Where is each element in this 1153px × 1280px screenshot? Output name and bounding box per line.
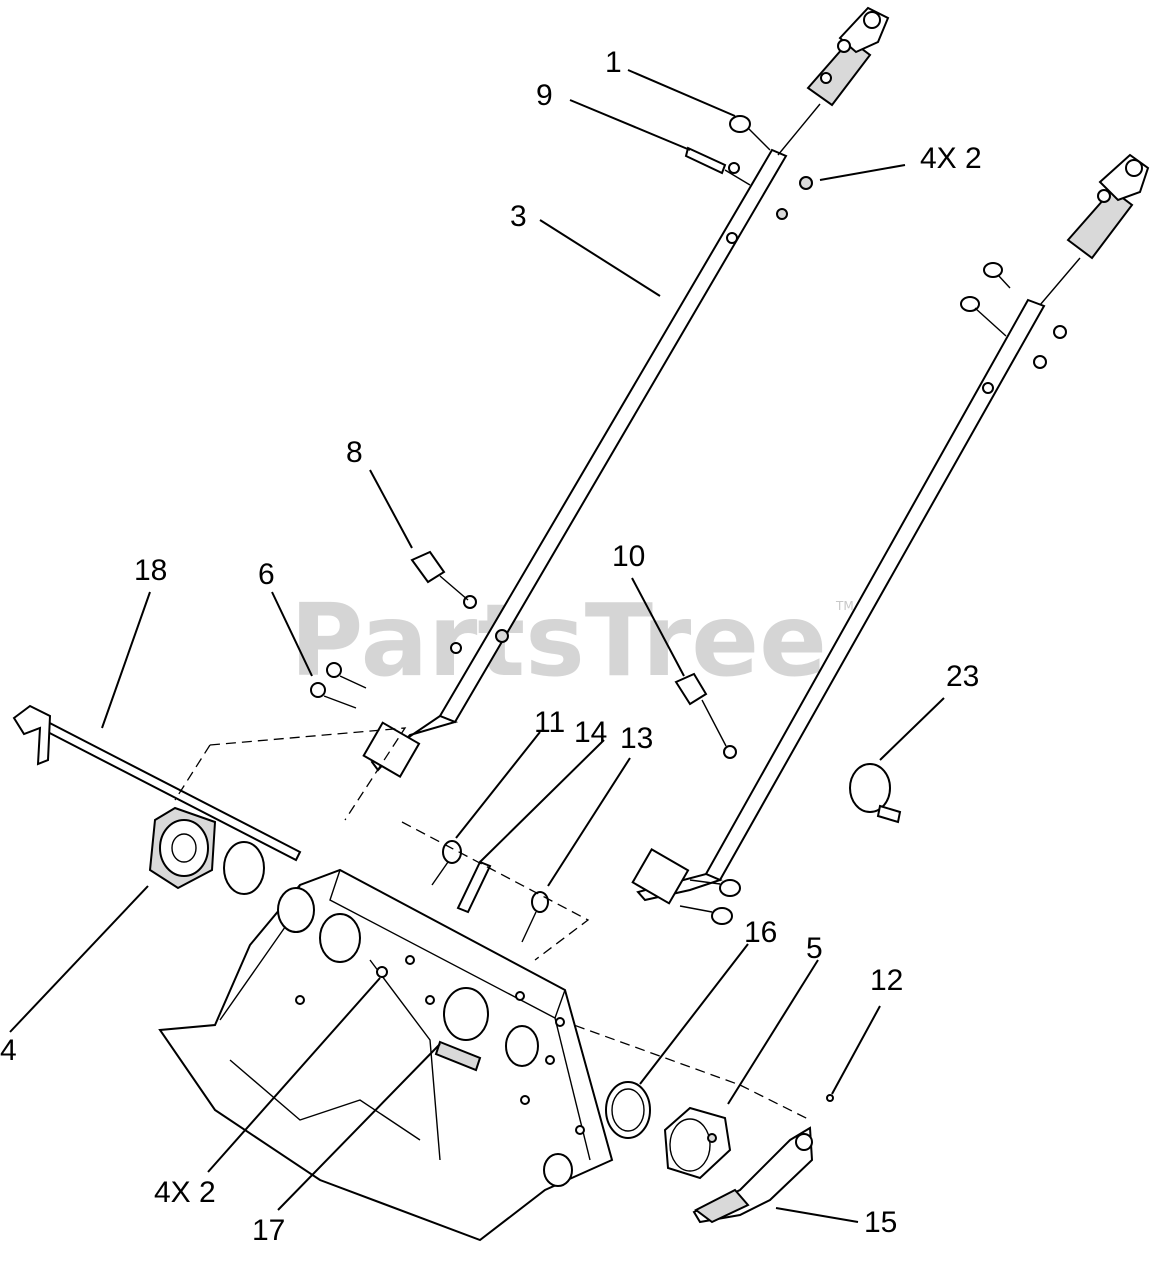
part-23-clamp xyxy=(849,763,902,824)
callout-12: 12 xyxy=(870,964,903,997)
part-14-link xyxy=(456,860,492,914)
right-handle-bolts xyxy=(960,262,1011,337)
callout-14: 14 xyxy=(574,716,607,749)
part-8-knob xyxy=(410,550,509,643)
callout-4x2-top: 4X 2 xyxy=(920,142,982,175)
callout-1: 1 xyxy=(605,46,622,79)
handle-left xyxy=(362,148,788,778)
callout-8: 8 xyxy=(346,436,363,469)
callout-13: 13 xyxy=(620,722,653,755)
handle-grip-left xyxy=(777,6,890,156)
callout-23: 23 xyxy=(946,660,979,693)
callout-11: 11 xyxy=(534,706,565,739)
part-4-housing xyxy=(148,806,265,895)
callouts: 1 9 4X 2 3 8 18 6 10 23 11 14 13 16 5 12… xyxy=(0,46,982,1247)
part-9-pin xyxy=(684,146,751,186)
callout-5: 5 xyxy=(806,932,823,965)
part-12-pin xyxy=(826,1094,834,1102)
part-6-bolts xyxy=(310,662,367,709)
part-16-ring xyxy=(605,1081,651,1139)
callout-6: 6 xyxy=(258,558,275,591)
part-11-spring xyxy=(431,840,462,886)
lower-right-bolts xyxy=(679,879,741,925)
callout-15: 15 xyxy=(864,1206,897,1239)
callout-9: 9 xyxy=(536,79,553,112)
watermark-trademark: TM xyxy=(835,599,854,613)
callout-10: 10 xyxy=(612,540,645,573)
handle-grip-right xyxy=(1039,153,1150,306)
part-5-housing xyxy=(663,1106,732,1180)
callout-18: 18 xyxy=(134,554,167,587)
part-18-rod xyxy=(12,704,302,862)
leader-lines xyxy=(9,69,945,1223)
handle-right xyxy=(631,298,1067,905)
callout-17: 17 xyxy=(252,1214,285,1247)
callout-4x2-bottom: 4X 2 xyxy=(154,1176,216,1209)
callout-3: 3 xyxy=(510,200,527,233)
part-15-pedal xyxy=(692,1126,814,1224)
watermark-text: PartsTree xyxy=(290,582,827,699)
callout-4: 4 xyxy=(0,1034,17,1067)
assembly-guides xyxy=(174,727,811,1121)
callout-16: 16 xyxy=(744,916,777,949)
part-1-bolt xyxy=(729,115,771,151)
nuts-top xyxy=(776,176,813,220)
part-13-spring xyxy=(521,891,549,943)
part-10-knob xyxy=(674,672,727,747)
frame-housing xyxy=(158,868,614,1242)
